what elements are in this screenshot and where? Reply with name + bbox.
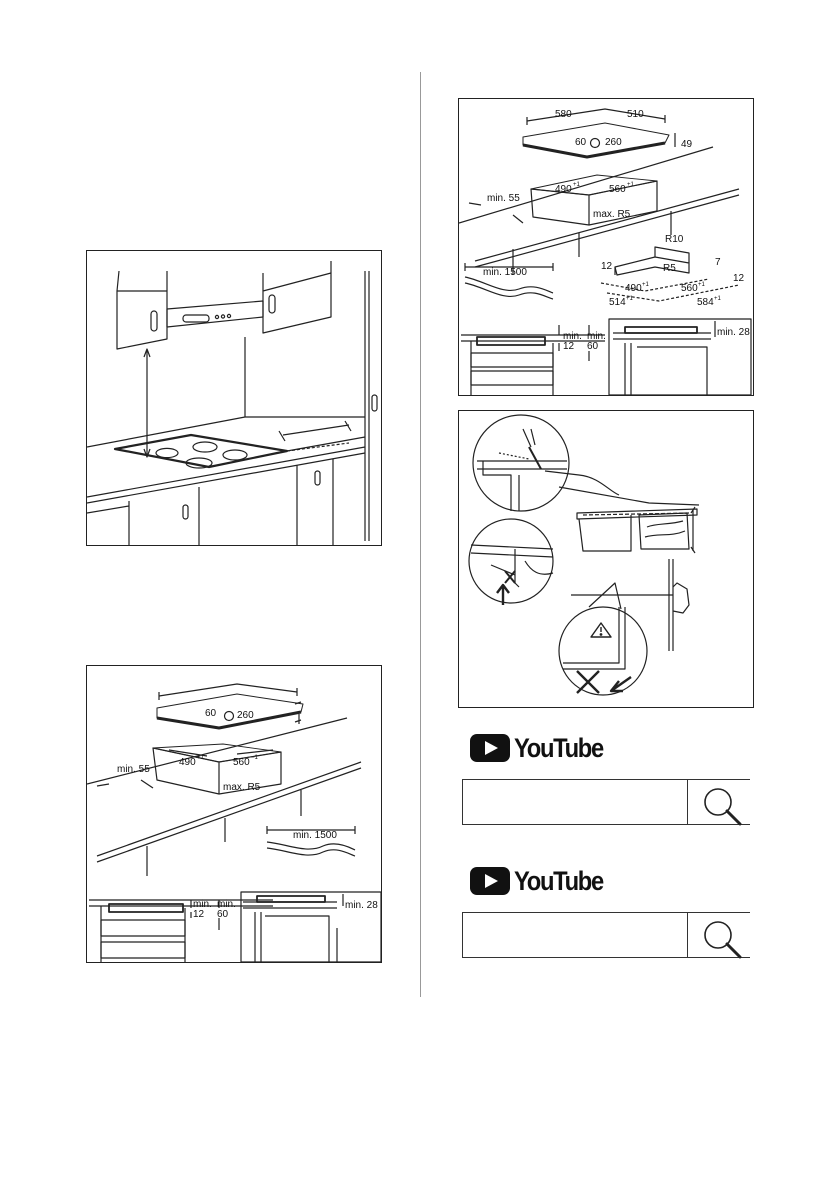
figure3-label-60b: 60 [587, 341, 599, 352]
figure2-label-min28: min. 28 [345, 900, 378, 911]
search-icon [688, 780, 750, 824]
figure-sealing-warning [458, 410, 754, 708]
figure3-label-510: 510 [627, 109, 644, 120]
figure3-label-cut-depth: 490 [555, 184, 572, 195]
figure3-label-f584: 584 [697, 297, 714, 308]
youtube-logo-text: YouTube [514, 866, 603, 897]
youtube-search-bar [462, 779, 750, 825]
figure2-label-cable: min. 1500 [293, 830, 337, 841]
figure3-label-60: 60 [575, 137, 587, 148]
youtube-search-input[interactable] [463, 780, 687, 824]
kitchen-clearance-icon [87, 251, 381, 545]
figure-cutout-dimensions: 60 260 490 +1 560 −1 min. 55 max. R5 min… [86, 665, 382, 963]
youtube-logo-text: YouTube [514, 733, 603, 764]
figure3-label-f490-tol: +1 [642, 282, 650, 288]
figure2-label-12: 12 [193, 909, 205, 920]
youtube-search-bar [462, 912, 750, 958]
youtube-search-input[interactable] [463, 913, 687, 957]
figure2-label-260: 260 [237, 710, 254, 721]
figure3-label-cut-width: 560 [609, 184, 626, 195]
search-button[interactable] [687, 913, 750, 957]
figure3-label-7: 7 [715, 257, 721, 268]
figure2-label-min55: min. 55 [117, 764, 150, 775]
cutout-dimensions-icon: 60 260 490 +1 560 −1 min. 55 max. R5 min… [87, 666, 381, 962]
figure3-label-260: 260 [605, 137, 622, 148]
figure3-label-f514: 514 [609, 297, 626, 308]
figure3-label-12a: 12 [601, 261, 613, 272]
figure2-label-60: 60 [205, 708, 217, 719]
figure3-label-f560: 560 [681, 283, 698, 294]
figure3-label-min55: min. 55 [487, 193, 520, 204]
figure3-label-cut-width-tol: +1 [627, 182, 635, 188]
figure3-label-12b: 12 [733, 273, 745, 284]
youtube-play-icon [470, 734, 510, 762]
sealing-warning-icon [459, 411, 753, 707]
figure3-label-maxr5: max. R5 [593, 209, 631, 220]
search-button[interactable] [687, 780, 750, 824]
figure3-label-r5: R5 [663, 263, 676, 274]
youtube-play-icon [470, 867, 510, 895]
figure3-label-12: 12 [563, 341, 575, 352]
figure2-label-cut-depth-tol: +1 [197, 755, 205, 761]
figure3-label-cut-depth-tol: +1 [573, 182, 581, 188]
figure3-label-f490: 490 [625, 283, 642, 294]
figure3-label-min28: min. 28 [717, 327, 750, 338]
search-icon [688, 913, 750, 957]
figure2-label-cut-depth: 490 [179, 757, 196, 768]
figure3-label-r10: R10 [665, 234, 684, 245]
figure3-label-cable: min. 1500 [483, 267, 527, 278]
figure3-label-f560-tol: +1 [698, 282, 706, 288]
figure-kitchen-clearance [86, 250, 382, 546]
figure3-label-580: 580 [555, 109, 572, 120]
flush-mount-dimensions-icon: 580 510 60 260 49 490 +1 560 +1 min. 55 … [459, 99, 753, 395]
figure3-label-f584-tol: +1 [714, 296, 722, 302]
figure2-label-maxr5: max. R5 [223, 782, 261, 793]
youtube-logo[interactable]: YouTube [470, 733, 615, 763]
column-divider [420, 72, 421, 997]
figure2-label-60b: 60 [217, 909, 229, 920]
figure-flush-mount-dimensions: 580 510 60 260 49 490 +1 560 +1 min. 55 … [458, 98, 754, 396]
figure3-label-f514-tol: +1 [626, 296, 634, 302]
figure2-label-cut-width-tol: −1 [251, 755, 259, 761]
youtube-logo[interactable]: YouTube [470, 866, 615, 896]
figure2-label-cut-width: 560 [233, 757, 250, 768]
figure3-label-49: 49 [681, 139, 693, 150]
